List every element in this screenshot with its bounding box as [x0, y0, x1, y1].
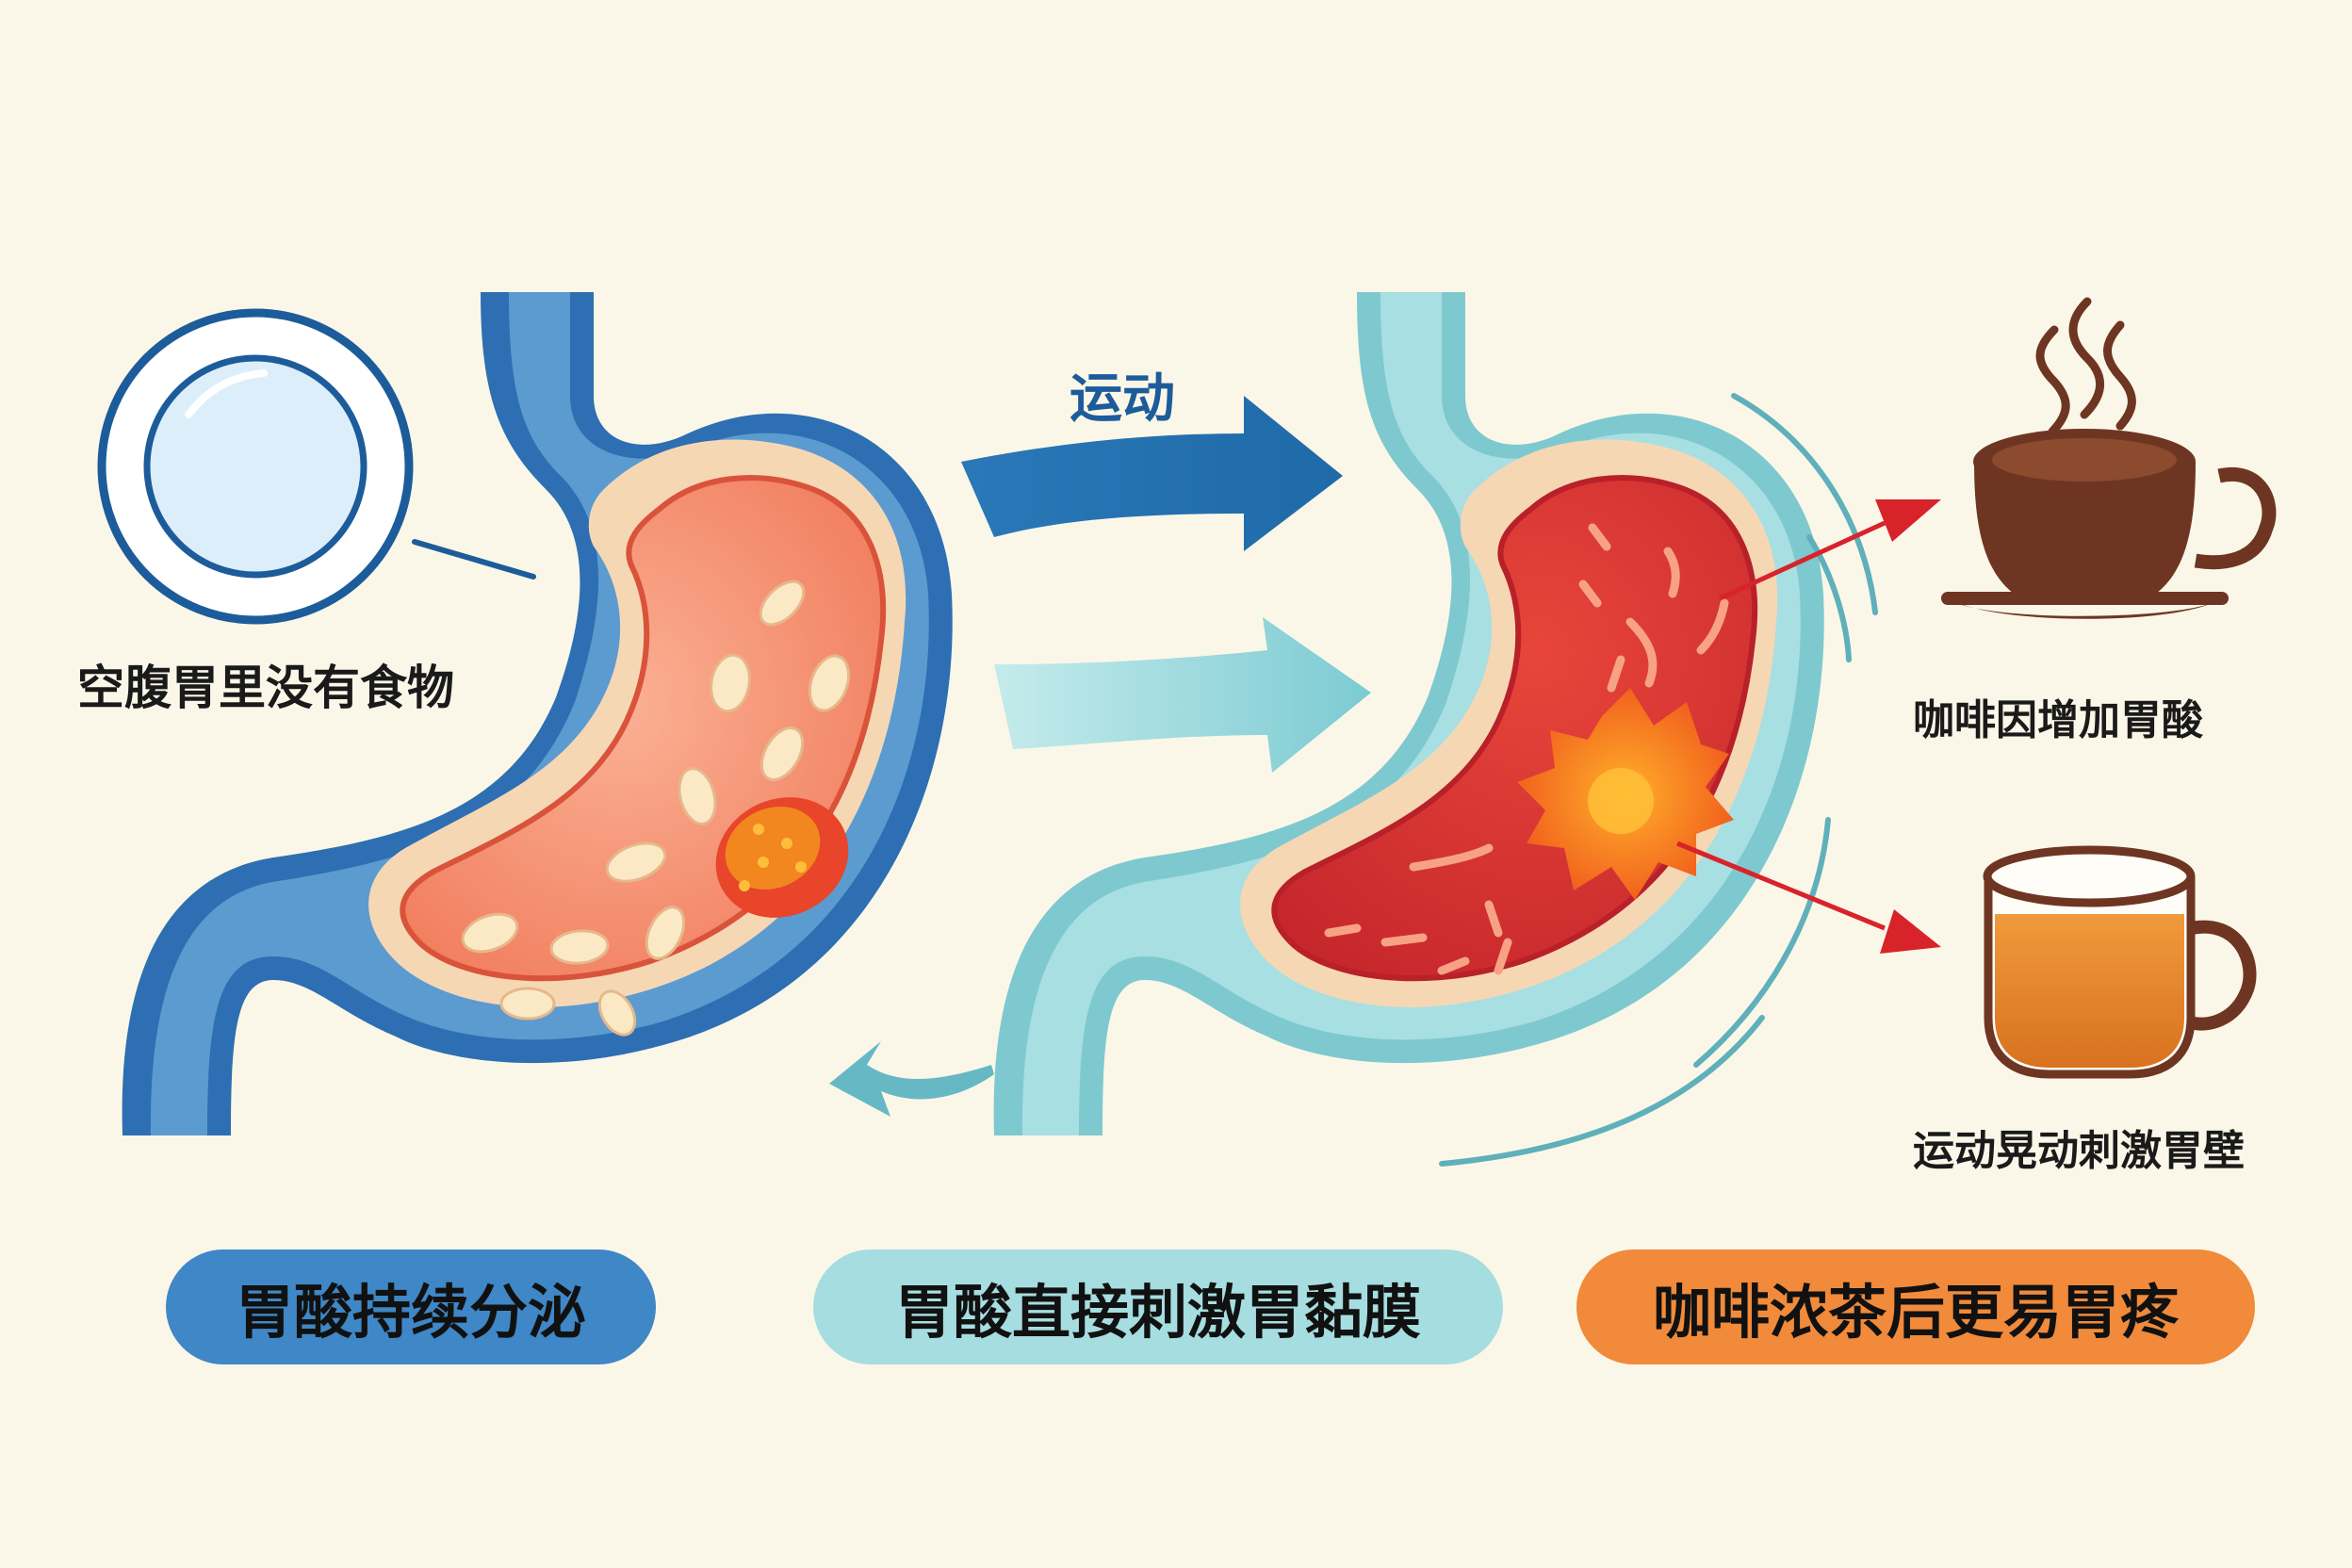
tea-cup-icon: [1983, 845, 2257, 1079]
flow-arrow-icon: [829, 396, 1371, 1117]
acid-irritation-pill: 胃酸直接刺激胃黏膜: [813, 1250, 1503, 1364]
exercise-label: 运动: [1070, 368, 1175, 430]
coffee-tea-pill: 咖啡浓茶后更易胃疼: [1576, 1250, 2255, 1364]
acid-secretion-pill: 胃酸持续分泌: [166, 1250, 656, 1364]
motion-note-label: 运动晃动刺激胃壁: [1913, 1127, 2245, 1175]
plate-leader-line: [412, 539, 536, 580]
coffee-note-label: 咖啡因增加胃酸: [1913, 696, 2203, 744]
motion-lines: [1439, 393, 1878, 1167]
red-arrow-to-coffee: [1718, 499, 1941, 601]
red-arrow-to-tea: [1676, 841, 1941, 954]
coffee-cup-icon: [1941, 297, 2277, 619]
stomach-with-food-icon: [122, 292, 953, 1135]
irritated-stomach-icon: [993, 292, 1941, 1167]
empty-stomach-label: 空腹胃里没有食物: [77, 661, 454, 715]
empty-plate-icon: [97, 308, 536, 625]
